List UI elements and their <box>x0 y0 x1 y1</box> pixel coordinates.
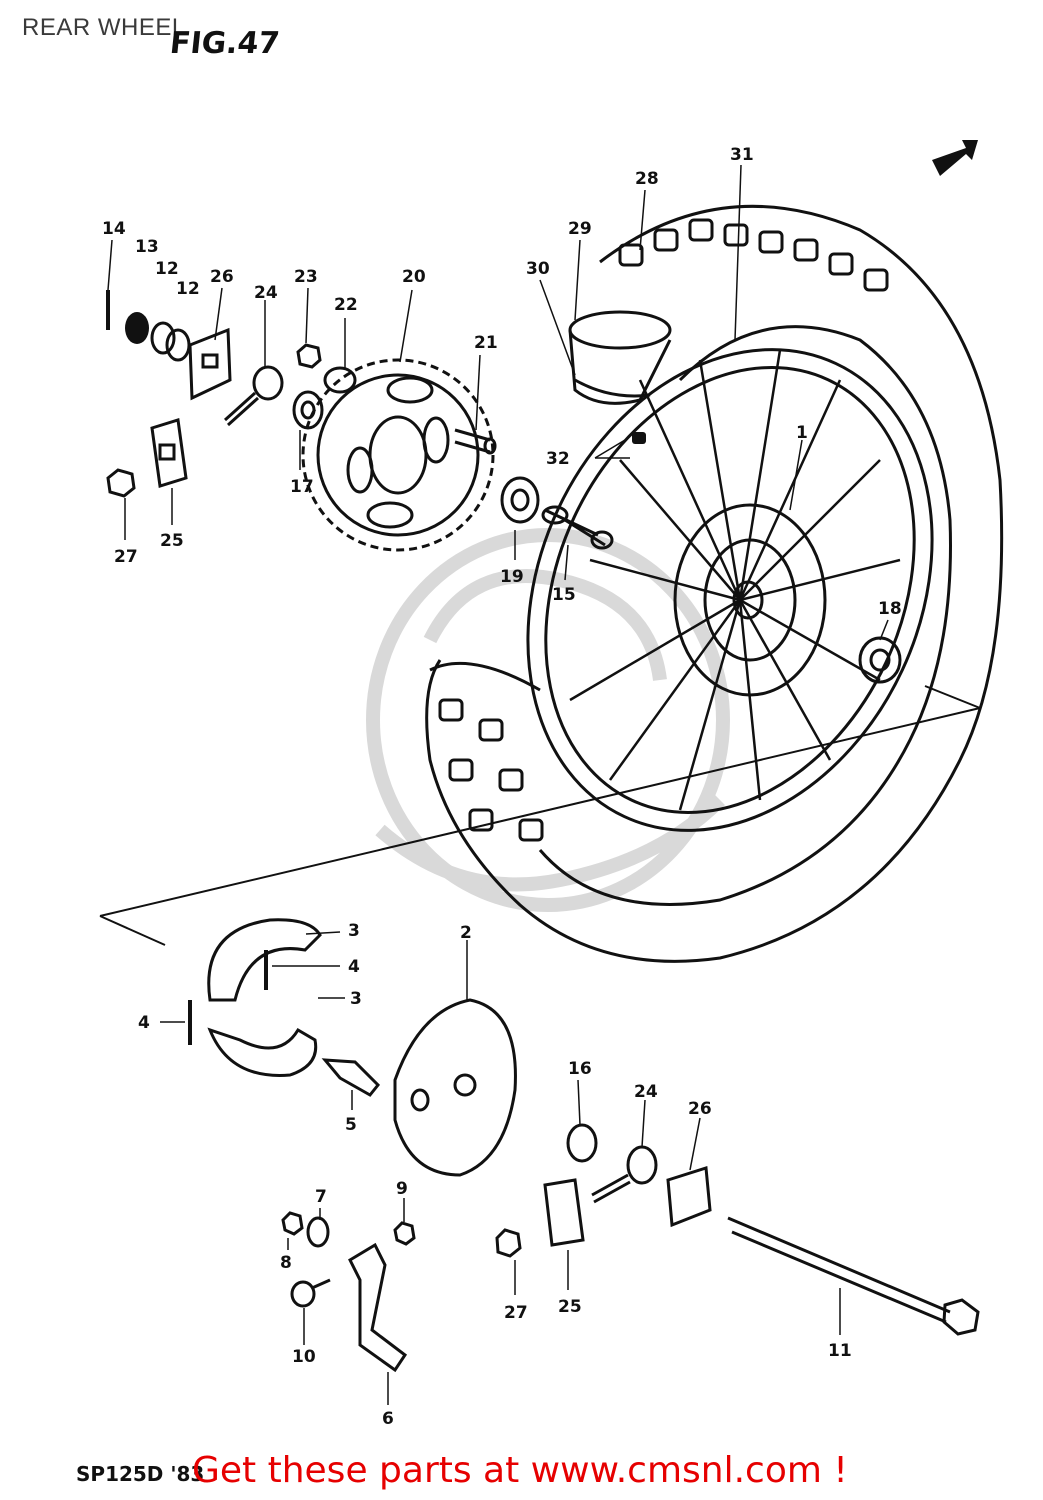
collar-16 <box>566 1123 598 1163</box>
nut-27 <box>106 468 136 498</box>
tube <box>568 310 672 405</box>
front-arrow-icon <box>932 140 978 176</box>
stud-21 <box>454 428 497 455</box>
callout-24-upper: 24 <box>254 283 278 303</box>
callout-15: 15 <box>552 585 576 605</box>
stopper-25-lower <box>543 1178 585 1247</box>
spokes <box>569 349 901 811</box>
brake-panel-2 <box>393 998 517 1177</box>
nut-23 <box>296 343 322 369</box>
chain-adjuster-24-lower <box>591 1145 658 1204</box>
callout-4-right: 4 <box>348 957 360 977</box>
callout-25-lower: 25 <box>558 1297 582 1317</box>
callout-labels: 1 2 3 3 4 4 5 6 7 8 9 10 11 12 12 13 14 … <box>102 145 902 1429</box>
brake-shoe-3 <box>207 918 322 1077</box>
callout-11: 11 <box>828 1341 852 1361</box>
leader-lines <box>107 164 889 1405</box>
callout-21: 21 <box>474 333 498 353</box>
callout-29: 29 <box>568 219 592 239</box>
callout-3-lower: 3 <box>350 989 362 1009</box>
page-title: REAR WHEEL <box>22 14 186 41</box>
callout-6: 6 <box>382 1409 394 1429</box>
bearing-19 <box>500 476 540 524</box>
spacer-15 <box>541 505 614 550</box>
nut-8 <box>281 1211 304 1236</box>
callout-22: 22 <box>334 295 358 315</box>
cam-lever-6 <box>348 1242 408 1373</box>
callout-30: 30 <box>526 259 550 279</box>
stopper-26-lower <box>666 1166 712 1228</box>
callout-32: 32 <box>546 449 570 469</box>
chain-adjuster-24 <box>223 365 284 427</box>
callout-20: 20 <box>402 267 426 287</box>
axle-11 <box>727 1216 980 1336</box>
callout-26-lower: 26 <box>688 1099 712 1119</box>
callout-7: 7 <box>315 1187 327 1207</box>
tire <box>425 204 1004 963</box>
callout-4-left: 4 <box>138 1013 150 1033</box>
rim-lock-32 <box>632 432 646 444</box>
bolt-10 <box>290 1278 331 1308</box>
model-code-suffix: '83 <box>170 1462 205 1486</box>
washer-17 <box>292 390 324 430</box>
stopper-25 <box>150 418 188 488</box>
callout-23: 23 <box>294 267 318 287</box>
callout-12-a: 12 <box>155 259 179 279</box>
model-code-name: SP125D <box>76 1462 164 1486</box>
washer-22 <box>323 366 357 394</box>
callout-8: 8 <box>280 1253 292 1273</box>
axle-centerline <box>99 685 981 946</box>
callout-14: 14 <box>102 219 126 239</box>
callout-27-upper: 27 <box>114 547 138 567</box>
callout-3-upper: 3 <box>348 921 360 941</box>
callout-24-lower: 24 <box>634 1082 658 1102</box>
callout-19: 19 <box>500 567 524 587</box>
model-code: SP125D '83 <box>76 1462 204 1486</box>
callout-12-b: 12 <box>176 279 200 299</box>
promo-link[interactable]: Get these parts at www.cmsnl.com ! <box>192 1450 848 1491</box>
callout-31: 31 <box>730 145 754 165</box>
callout-5: 5 <box>345 1115 357 1135</box>
nut-9 <box>393 1221 416 1246</box>
hub <box>673 503 827 697</box>
callout-13: 13 <box>135 237 159 257</box>
nut-13 <box>125 312 149 344</box>
washer-7 <box>306 1216 330 1248</box>
callout-17: 17 <box>290 477 314 497</box>
stopper-26 <box>188 327 232 401</box>
callout-25-upper: 25 <box>160 531 184 551</box>
callout-10: 10 <box>292 1347 316 1367</box>
callout-16: 16 <box>568 1059 592 1079</box>
callout-28: 28 <box>635 169 659 189</box>
callout-27-lower: 27 <box>504 1303 528 1323</box>
callout-2: 2 <box>460 923 472 943</box>
tire-tread <box>438 218 889 842</box>
callout-1: 1 <box>796 423 808 443</box>
sprocket-20 <box>301 358 495 552</box>
callout-18: 18 <box>878 599 902 619</box>
spring-4 <box>188 950 268 1045</box>
callout-26-upper: 26 <box>210 267 234 287</box>
washer-12 <box>150 321 191 362</box>
callout-9: 9 <box>396 1179 408 1199</box>
brake-cam-5 <box>321 1058 381 1097</box>
rim <box>526 348 934 832</box>
nut-27-lower <box>495 1228 522 1258</box>
